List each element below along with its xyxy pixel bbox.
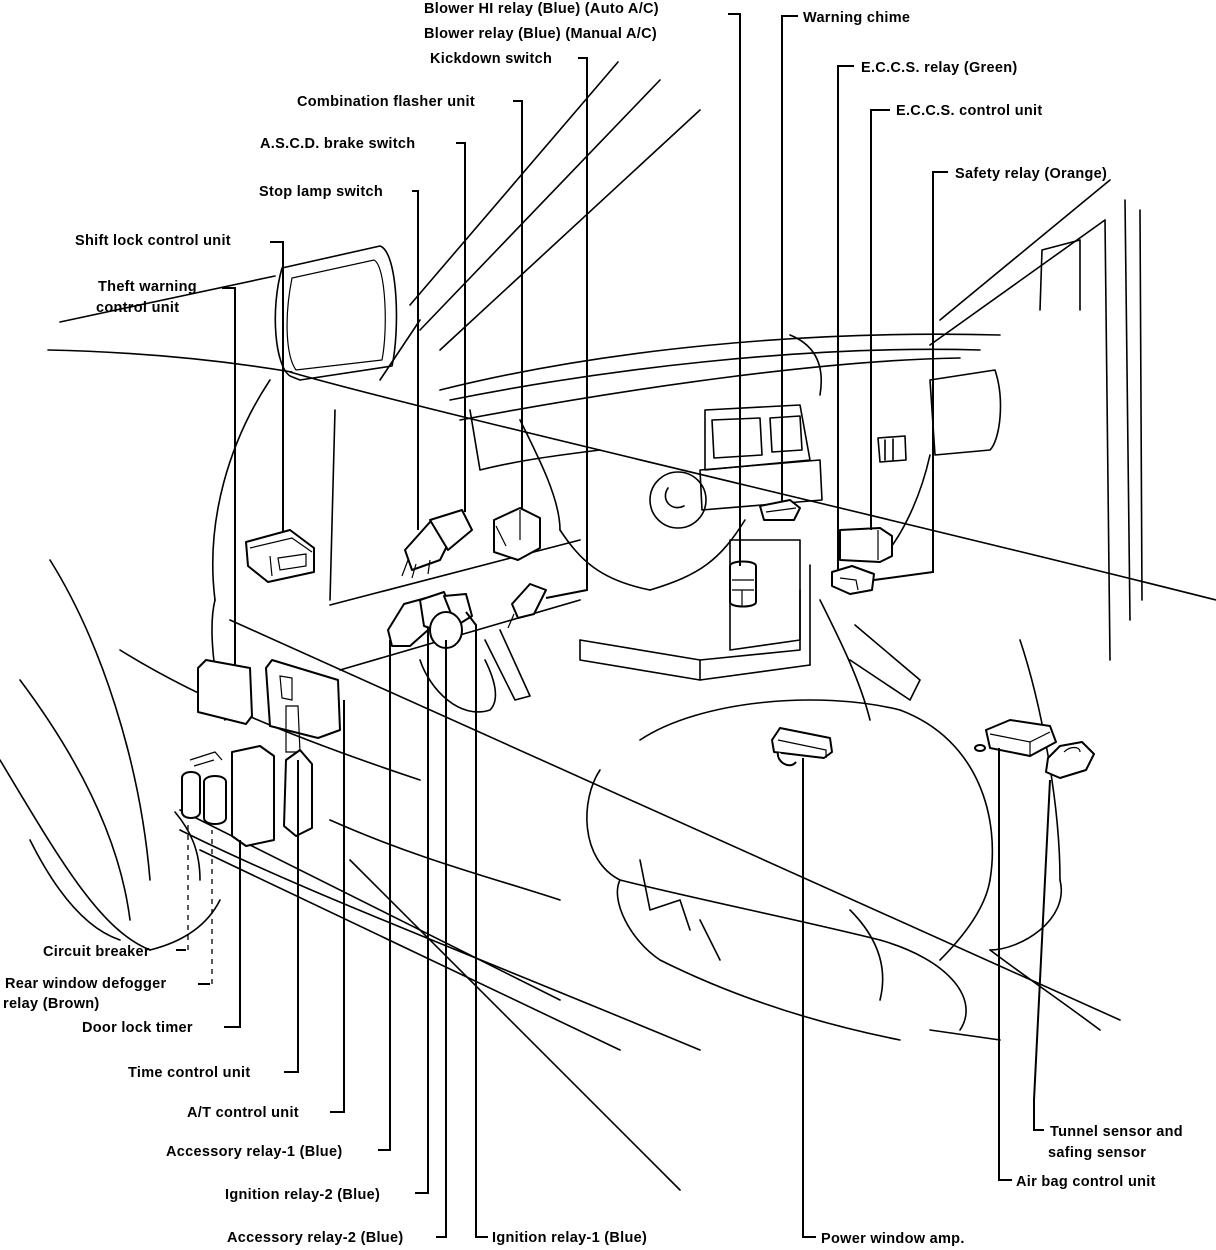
warning-chime-part [759, 499, 801, 521]
stop-lamp-ascd-switches-part [401, 509, 473, 579]
label-eccs-control-unit: E.C.C.S. control unit [896, 103, 1042, 119]
label-rear-defogger-line1: Rear window defogger [5, 976, 167, 992]
label-blower-hi-relay: Blower HI relay (Blue) (Auto A/C) [424, 1, 659, 17]
label-time-control-unit: Time control unit [128, 1065, 250, 1081]
label-ignition-relay-1: Ignition relay-1 (Blue) [492, 1230, 647, 1246]
label-rear-defogger-line2: relay (Brown) [3, 996, 100, 1012]
label-shift-lock-control-unit: Shift lock control unit [75, 233, 231, 249]
label-theft-warning-line1: Theft warning [98, 279, 197, 295]
label-eccs-relay: E.C.C.S. relay (Green) [861, 60, 1018, 76]
label-accessory-relay-2: Accessory relay-2 (Blue) [227, 1230, 403, 1246]
callout-labels: Blower HI relay (Blue) (Auto A/C) Blower… [3, 1, 1183, 1247]
label-tunnel-sensor-line1: Tunnel sensor and [1050, 1124, 1183, 1140]
eccs-control-unit-part [839, 527, 893, 563]
label-theft-warning-line2: control unit [96, 300, 179, 316]
vehicle-interior-drawing [0, 61, 1216, 1191]
power-window-amp-part [771, 727, 833, 767]
leader-lines [176, 13, 1051, 1238]
circuit-breaker-relays-part [181, 745, 313, 847]
label-safety-relay: Safety relay (Orange) [955, 166, 1107, 182]
label-airbag-control-unit: Air bag control unit [1016, 1174, 1156, 1190]
label-power-window-amp: Power window amp. [821, 1231, 965, 1247]
label-tunnel-sensor-line2: safing sensor [1048, 1145, 1146, 1161]
eccs-relay-safety-relay-part [831, 565, 875, 595]
relay-cluster-part [387, 591, 473, 649]
label-circuit-breaker: Circuit breaker [43, 944, 150, 960]
combination-flasher-part [493, 507, 541, 561]
components [181, 499, 1095, 847]
label-warning-chime: Warning chime [803, 10, 910, 26]
label-at-control-unit: A/T control unit [187, 1105, 299, 1121]
label-kickdown-switch: Kickdown switch [430, 51, 552, 67]
blower-relay-part [729, 560, 757, 608]
label-combination-flasher-unit: Combination flasher unit [297, 94, 475, 110]
shift-lock-control-unit-part [245, 529, 315, 583]
label-blower-relay: Blower relay (Blue) (Manual A/C) [424, 26, 657, 42]
airbag-control-unit-part [974, 719, 1095, 779]
label-stop-lamp-switch: Stop lamp switch [259, 184, 383, 200]
label-accessory-relay-1: Accessory relay-1 (Blue) [166, 1144, 342, 1160]
theft-warning-time-control-part [197, 659, 341, 753]
label-ascd-brake-switch: A.S.C.D. brake switch [260, 136, 415, 152]
label-ignition-relay-2: Ignition relay-2 (Blue) [225, 1187, 380, 1203]
kickdown-switch-part [507, 583, 547, 629]
label-door-lock-timer: Door lock timer [82, 1020, 193, 1036]
